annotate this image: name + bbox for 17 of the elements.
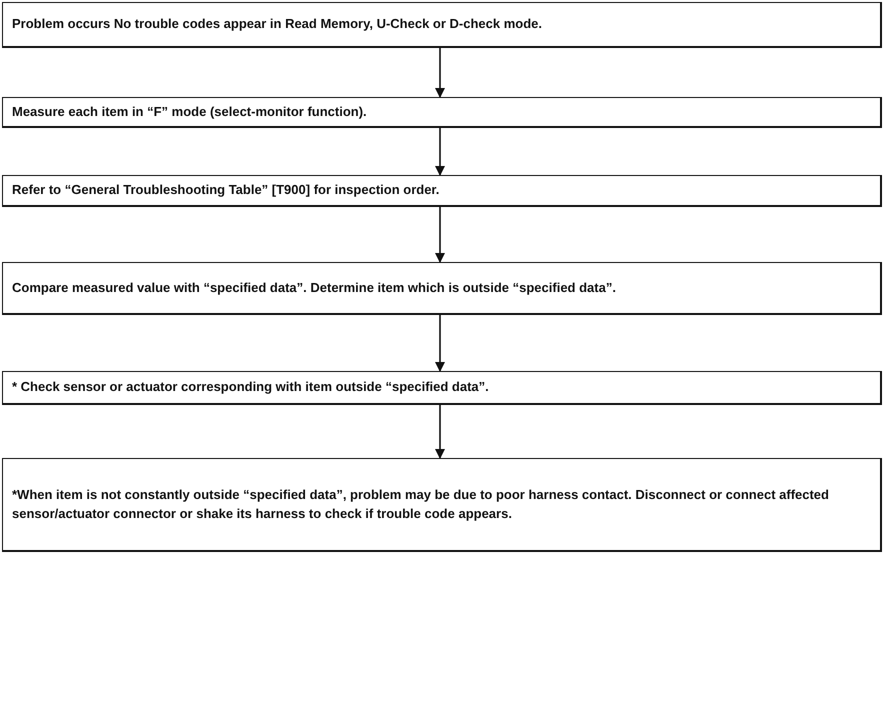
step-text: Measure each item in “F” mode (select-monitor function). xyxy=(12,102,367,121)
arrow xyxy=(435,207,445,263)
step-text: * Check sensor or actuator corresponding with item outside “specified data”. xyxy=(12,378,489,396)
process-box xyxy=(2,175,882,207)
arrow xyxy=(435,128,445,176)
step-text: *When item is not constantly outside “specified data”, problem may be due to poor harness contact. Disconnect or connect affected sensor/actuator connector or shake its harness to check if trouble code appears. xyxy=(12,486,830,523)
step-text: Refer to “General Troubleshooting Table” [T900] for inspection order. xyxy=(12,181,440,200)
process-box xyxy=(2,2,882,48)
process-box xyxy=(2,262,882,315)
step-text: Compare measured value with “specified data”. Determine item which is outside “specified data”. xyxy=(12,278,616,297)
arrow xyxy=(435,315,445,372)
process-box xyxy=(2,97,882,128)
arrow xyxy=(435,48,445,98)
arrow xyxy=(435,405,445,459)
process-box xyxy=(2,458,882,552)
step-text: Problem occurs No trouble codes appear in Read Memory, U-Check or D-check mode. xyxy=(12,15,542,34)
process-box xyxy=(2,371,882,405)
